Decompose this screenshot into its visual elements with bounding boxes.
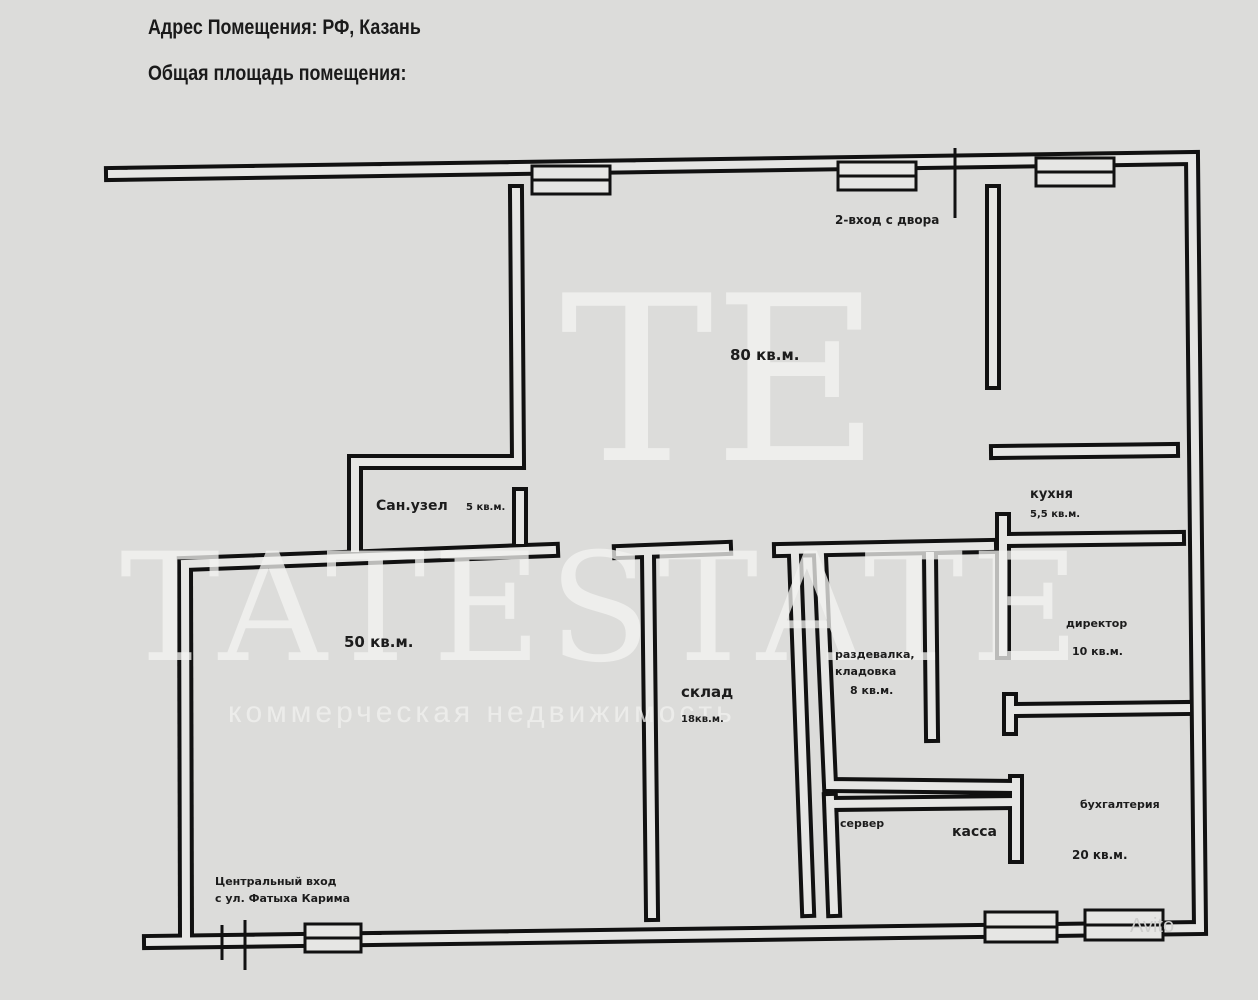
cashier-name: касса bbox=[952, 824, 997, 840]
cloakroom-area: 8 кв.м. bbox=[850, 684, 893, 697]
address-heading: Адрес Помещения: РФ, Казань bbox=[148, 16, 421, 39]
walls bbox=[103, 149, 1209, 951]
kitchen-name: кухня bbox=[1030, 487, 1073, 502]
warehouse-area: 18кв.м. bbox=[681, 714, 724, 725]
bathroom-name: Сан.узел bbox=[376, 498, 448, 514]
accounting-area: 20 кв.м. bbox=[1072, 848, 1128, 862]
main-hall-area: 80 кв.м. bbox=[730, 346, 799, 364]
rear-entrance-label: 2-вход с двора bbox=[835, 213, 939, 227]
cloakroom-name-1: раздевалка, bbox=[835, 648, 915, 661]
main-entrance-line1: Центральный вход bbox=[215, 875, 337, 888]
watermark-logo: TE bbox=[560, 248, 881, 515]
watermark-tagline: коммерческая недвижимость bbox=[228, 696, 736, 729]
director-name: директор bbox=[1066, 617, 1127, 630]
cloakroom-name-2: кладовка bbox=[835, 665, 896, 678]
main-entrance-line2: с ул. Фатыха Карима bbox=[215, 892, 350, 905]
total-area-heading: Общая площадь помещения: bbox=[148, 62, 407, 85]
avito-watermark: Avito bbox=[1130, 915, 1174, 937]
hall-50-area: 50 кв.м. bbox=[344, 633, 413, 651]
warehouse-name: склад bbox=[681, 683, 733, 701]
kitchen-area: 5,5 кв.м. bbox=[1030, 509, 1080, 520]
windows bbox=[303, 156, 1165, 954]
director-area: 10 кв.м. bbox=[1072, 645, 1123, 658]
doors bbox=[220, 148, 957, 970]
watermark: TE TATESTATE коммерческая недвижимость bbox=[120, 248, 1080, 729]
watermark-brand: TATESTATE bbox=[120, 522, 1080, 696]
accounting-name: бухгалтерия bbox=[1080, 798, 1160, 811]
server-name: сервер bbox=[840, 817, 884, 830]
bathroom-area: 5 кв.м. bbox=[466, 502, 505, 513]
